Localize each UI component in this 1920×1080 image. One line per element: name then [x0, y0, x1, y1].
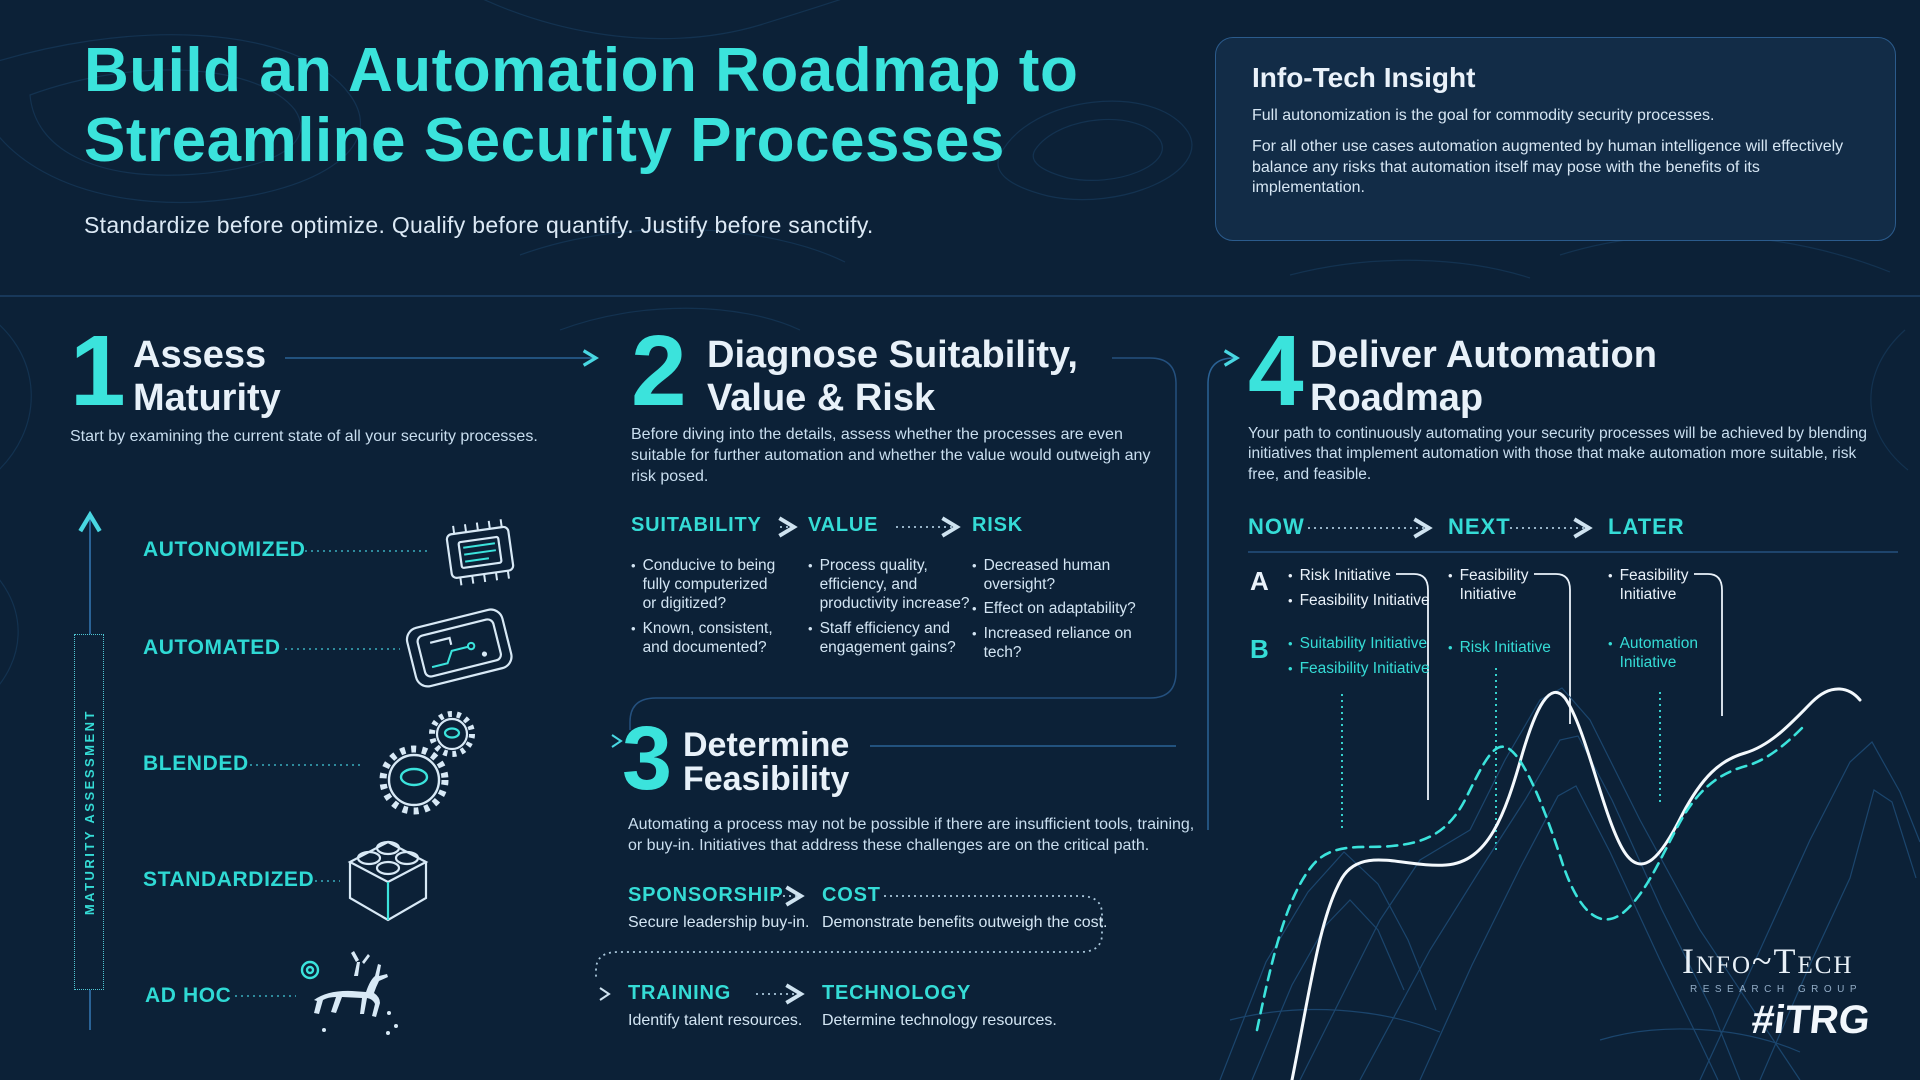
risk-header: RISK — [972, 514, 1023, 536]
timeline-later: LATER — [1608, 514, 1685, 539]
value-bullets: •Process quality, efficiency, and produc… — [808, 557, 970, 656]
timeline-next: NEXT — [1448, 514, 1511, 539]
maturity-axis-label: MATURITY ASSESSMENT — [81, 708, 97, 916]
itrg-hashtag: #iTRG — [1749, 998, 1873, 1042]
step2-title: Diagnose Suitability, Value & Risk — [707, 334, 1078, 420]
to-step4-arrow — [1207, 349, 1240, 830]
row-b-later-cell: •Automation Initiative — [1608, 635, 1698, 672]
row-b-next-cell: •Risk Initiative — [1448, 639, 1551, 656]
maturity-axis-label-box: MATURITY ASSESSMENT — [74, 634, 104, 990]
insight-title: Info-Tech Insight — [1252, 62, 1476, 93]
suitability-bullets: •Conducive to being fully computerized o… — [631, 557, 776, 656]
research-group-label: RESEARCH GROUP — [1690, 984, 1863, 995]
step1-description: Start by examining the current state of … — [70, 428, 538, 445]
wrap-to-training-arrow — [599, 987, 611, 1001]
maturity-level-adhoc: AD HOC — [145, 984, 232, 1007]
insight-paragraph-1: Full autonomization is the goal for comm… — [1252, 107, 1715, 124]
insight-paragraph-2: For all other use cases automation augme… — [1252, 137, 1844, 197]
row-b-now-cell: •Suitability Initiative •Feasibility Ini… — [1288, 635, 1430, 677]
maturity-level-automated: AUTOMATED — [143, 636, 281, 659]
training-text: Identify talent resources. — [628, 1012, 803, 1029]
sponsorship-header: SPONSORSHIP — [628, 884, 784, 906]
chip-icon — [445, 519, 515, 586]
insight-box: Info-Tech Insight Full autonomization is… — [1215, 37, 1896, 241]
cost-header: COST — [822, 884, 881, 906]
training-header: TRAINING — [628, 982, 732, 1004]
page-subtitle: Standardize before optimize. Qualify bef… — [84, 212, 874, 238]
technology-text: Determine technology resources. — [822, 1012, 1057, 1029]
step2-number: 2 — [631, 315, 687, 427]
row-a-later-cell: •Feasibility Initiative — [1608, 567, 1689, 604]
step1-number: 1 — [70, 315, 126, 427]
circuit-board-icon — [405, 608, 513, 688]
suitability-header: SUITABILITY — [631, 514, 762, 536]
timeline-now: NOW — [1248, 514, 1305, 539]
step3-description: Automating a process may not be possible… — [628, 816, 1195, 855]
row-a-now-cell: •Risk Initiative •Feasibility Initiative — [1288, 567, 1430, 609]
infotech-logo: Info~Tech — [1682, 941, 1854, 981]
page-title: Build an Automation Roadmap to Streamlin… — [84, 36, 1079, 176]
technology-header: TECHNOLOGY — [822, 982, 972, 1004]
gears-icon — [379, 711, 475, 815]
step4-title: Deliver Automation Roadmap — [1310, 334, 1657, 420]
step1-title: Assess Maturity — [133, 334, 281, 420]
step3-flow-arrows — [595, 885, 1103, 1005]
step4-number: 4 — [1248, 315, 1304, 427]
maturity-level-standardized: STANDARDIZED — [143, 868, 315, 891]
maturity-level-autonomized: AUTONOMIZED — [143, 538, 306, 561]
row-b-label: B — [1250, 634, 1269, 664]
cost-text: Demonstrate benefits outweigh the cost. — [822, 914, 1108, 931]
maturity-level-blended: BLENDED — [143, 752, 249, 775]
step3-title: Determine Feasibility — [683, 726, 850, 798]
value-header: VALUE — [808, 514, 879, 536]
sponsorship-text: Secure leadership buy-in. — [628, 914, 810, 931]
box-to-step3-arrow — [611, 734, 623, 748]
brick-icon — [347, 840, 429, 922]
step3-number: 3 — [622, 709, 672, 809]
row-a-label: A — [1250, 566, 1269, 596]
cave-painting-icon — [300, 951, 398, 1035]
step2-description: Before diving into the details, assess w… — [631, 426, 1151, 486]
row-b-connectors — [1341, 668, 1661, 852]
step4-description: Your path to continuously automating you… — [1248, 425, 1867, 483]
risk-bullets: •Decreased human oversight? •Effect on a… — [972, 557, 1136, 662]
row-a-next-cell: •Feasibility Initiative — [1448, 567, 1529, 604]
